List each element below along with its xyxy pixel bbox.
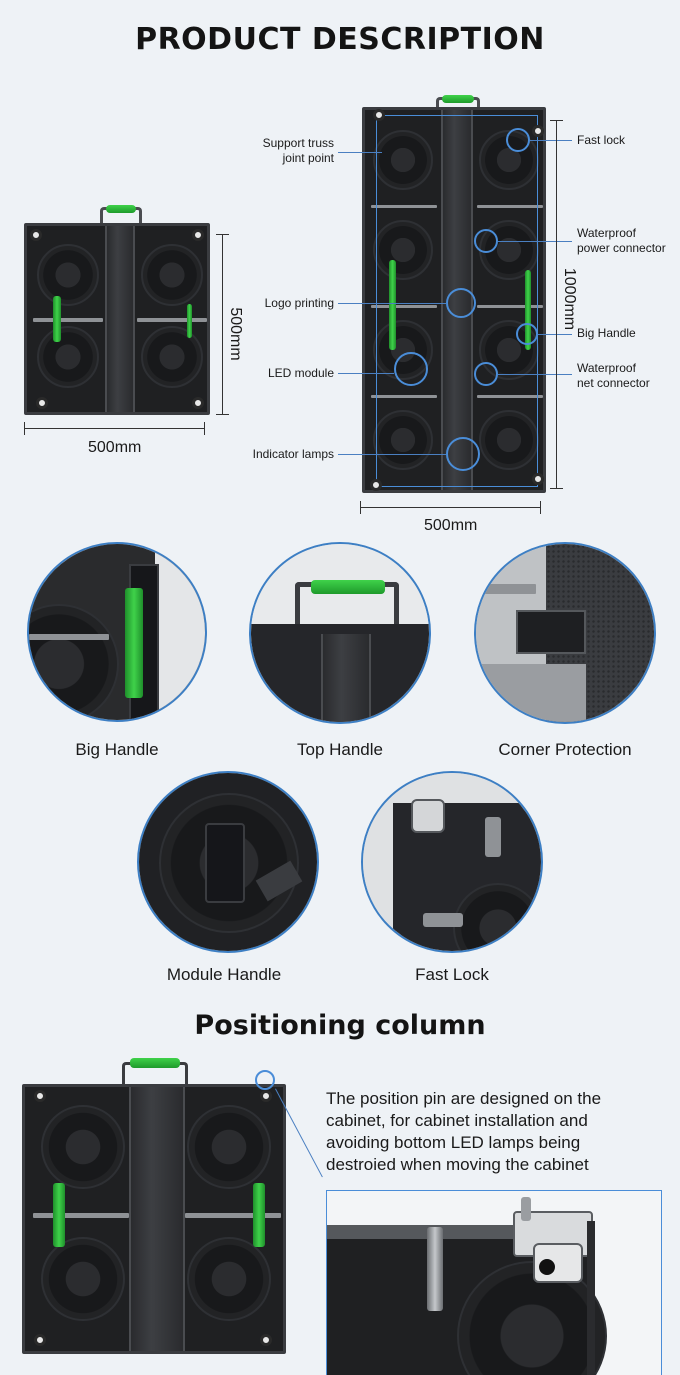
small-cabinet-body — [24, 223, 210, 415]
callout-ring-handle — [516, 323, 538, 345]
callout-ring-net — [474, 362, 498, 386]
label-big-handle: Big Handle — [577, 326, 636, 340]
top-handle-detail-image — [249, 542, 431, 724]
positioning-pin-highlight — [255, 1070, 275, 1090]
positioning-pin-zoom-image — [326, 1190, 662, 1375]
small-width-label: 500mm — [88, 439, 142, 456]
center-spine — [105, 226, 135, 412]
callout-ring-power — [474, 229, 498, 253]
big-handle-right — [187, 304, 192, 338]
label-support-truss: Support truss joint point — [262, 136, 334, 165]
page-title: PRODUCT DESCRIPTION — [135, 22, 545, 57]
large-height-label: 1000mm — [561, 267, 578, 331]
feature-label-module-handle: Module Handle — [166, 965, 282, 984]
big-handle-right — [525, 270, 531, 350]
label-fast-lock: Fast lock — [577, 133, 626, 147]
label-led-module: LED module — [267, 366, 334, 380]
callout-ring-module — [394, 352, 428, 386]
feature-label-fast-lock: Fast Lock — [415, 965, 489, 984]
small-cabinet-figure — [22, 205, 212, 420]
positioning-cabinet-figure — [20, 1058, 288, 1356]
corner-protection-detail-image — [474, 542, 656, 724]
small-height-label: 500mm — [227, 307, 244, 361]
positioning-description: The position pin are designed on the cab… — [326, 1089, 602, 1174]
callout-ring-fastlock — [506, 128, 530, 152]
feature-label-corner-protection: Corner Protection — [498, 740, 632, 759]
big-handle-left — [53, 1183, 65, 1247]
callout-ring-logo — [446, 288, 476, 318]
label-logo-printing: Logo printing — [264, 296, 334, 310]
section-title-positioning: Positioning column — [194, 1010, 486, 1041]
large-width-label: 500mm — [424, 517, 478, 534]
large-cabinet-body — [362, 107, 546, 493]
feature-label-big-handle: Big Handle — [75, 740, 159, 759]
big-handle-right — [253, 1183, 265, 1247]
large-cabinet-figure — [360, 95, 550, 497]
callout-ring-lamps — [446, 437, 480, 471]
label-indicator-lamps: Indicator lamps — [252, 447, 334, 461]
top-handle-grip — [106, 205, 136, 213]
module-handle-detail-image — [137, 771, 319, 953]
big-handle-left — [389, 260, 396, 350]
big-handle-left — [53, 296, 61, 342]
positioning-cabinet-body — [22, 1084, 286, 1354]
fast-lock-detail-image — [361, 771, 543, 953]
label-waterproof-net: Waterproof net connector — [577, 361, 650, 390]
feature-label-top-handle: Top Handle — [296, 740, 383, 759]
top-handle-grip — [442, 95, 474, 103]
big-handle-detail-image — [27, 542, 207, 722]
label-waterproof-power: Waterproof power connector — [577, 226, 666, 255]
